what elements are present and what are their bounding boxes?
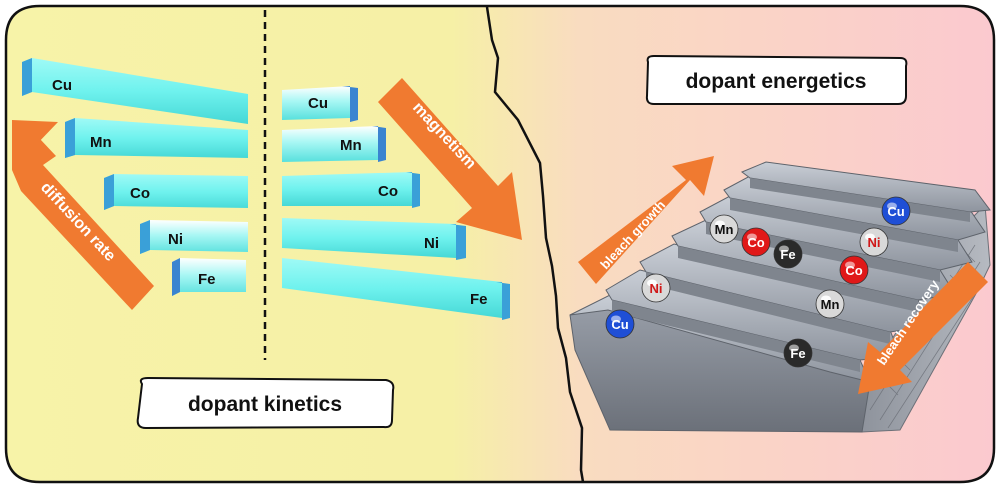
sphere-highlight (789, 344, 799, 352)
left-bar-fe: Fe (172, 258, 246, 296)
sphere-label: Fe (780, 247, 795, 262)
sphere-highlight (887, 202, 897, 210)
right-bar-co-label: Co (378, 183, 398, 200)
sphere-cu: Cu (881, 196, 911, 226)
sphere-label: Cu (611, 317, 628, 332)
sphere-label: Ni (868, 235, 881, 250)
sphere-mn: Mn (709, 214, 739, 244)
sphere-mn: Mn (815, 289, 845, 319)
sphere-highlight (845, 261, 855, 269)
sphere-cu: Cu (605, 309, 635, 339)
left-bar-fe-label: Fe (198, 271, 216, 288)
left-bar-cu: Cu (22, 58, 248, 124)
sphere-label: Co (845, 263, 862, 278)
right-bar-mn: Mn (282, 126, 386, 162)
right-bar-group: Cu Mn Co Ni Fe (282, 86, 510, 320)
right-bar-fe: Fe (282, 258, 510, 320)
kinetics-title: dopant kinetics (188, 393, 342, 416)
sphere-highlight (611, 315, 621, 323)
sphere-label: Mn (821, 297, 840, 312)
left-bar-group: Cu Mn Co Ni Fe (22, 58, 248, 296)
right-bar-cu: Cu (282, 86, 358, 122)
energetics-title: dopant energetics (686, 70, 867, 93)
sphere-label: Fe (790, 346, 805, 361)
sphere-co: Co (741, 227, 771, 257)
sphere-fe: Fe (783, 338, 813, 368)
sphere-ni: Ni (859, 227, 889, 257)
left-bar-mn-label: Mn (90, 134, 112, 151)
right-bar-cu-label: Cu (308, 95, 328, 112)
right-bar-ni-label: Ni (424, 235, 439, 252)
left-bar-ni-label: Ni (168, 231, 183, 248)
sphere-highlight (821, 295, 831, 303)
sphere-highlight (647, 279, 657, 287)
sphere-label: Cu (887, 204, 904, 219)
right-bar-ni: Ni (282, 218, 466, 260)
kinetics-title-box: dopant kinetics (136, 376, 395, 430)
energetics-title-box: dopant energetics (645, 54, 908, 105)
sphere-highlight (865, 233, 875, 241)
sphere-highlight (715, 220, 725, 228)
sphere-label: Co (747, 235, 764, 250)
sphere-co: Co (839, 255, 869, 285)
right-bar-fe-label: Fe (470, 291, 488, 308)
sphere-ni: Ni (641, 273, 671, 303)
sphere-fe: Fe (773, 239, 803, 269)
left-bar-co-label: Co (130, 185, 150, 202)
left-bar-cu-label: Cu (52, 77, 72, 94)
sphere-highlight (747, 233, 757, 241)
left-bar-ni: Ni (140, 220, 248, 254)
sphere-highlight (779, 245, 789, 253)
sphere-label: Mn (715, 222, 734, 237)
panel-divider (485, 6, 585, 483)
right-bar-co: Co (282, 172, 420, 208)
sphere-label: Ni (650, 281, 663, 296)
right-bar-mn-label: Mn (340, 137, 362, 154)
left-bar-co: Co (104, 174, 248, 210)
left-bar-mn: Mn (65, 118, 248, 158)
